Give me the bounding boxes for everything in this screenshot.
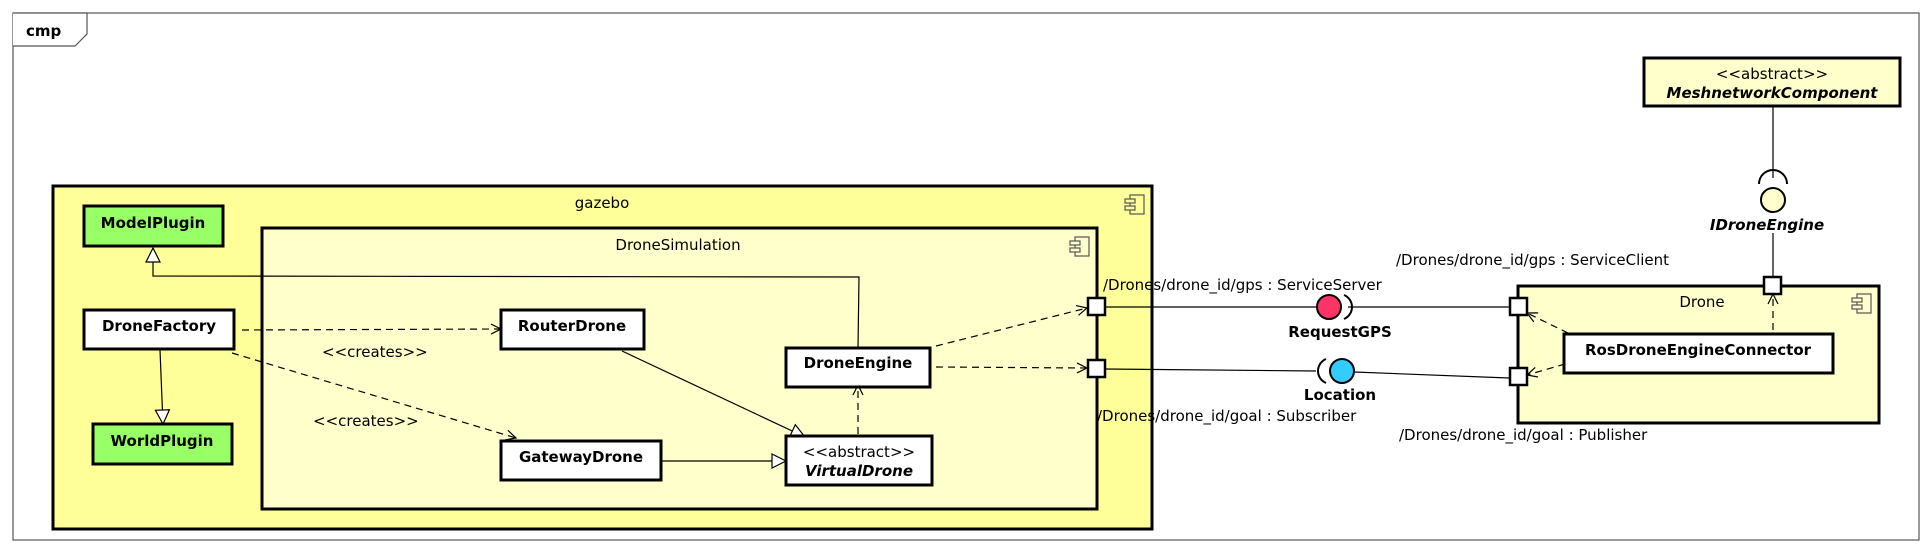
idrone-engine-port: [1762, 275, 1783, 296]
gazebo-label: gazebo: [575, 194, 630, 212]
world-plugin-class[interactable]: WorldPlugin: [91, 422, 234, 466]
gps-server-label: /Drones/drone_id/gps : ServiceServer: [1103, 276, 1383, 295]
router-to-virtual-generalization: [621, 350, 805, 437]
gps-client-port: [1508, 296, 1529, 317]
drone-factory-label: DroneFactory: [102, 317, 216, 335]
goal-publisher-port: [1508, 366, 1529, 387]
drone-factory-class[interactable]: DroneFactory: [82, 308, 236, 351]
engine-to-modelplugin-generalization: [153, 248, 860, 350]
ros-connector-label: RosDroneEngineConnector: [1585, 341, 1812, 359]
goal-publisher-label: /Drones/drone_id/goal : Publisher: [1399, 426, 1648, 445]
idrone-engine-label: IDroneEngine: [1710, 216, 1824, 234]
component-icon: [1124, 194, 1145, 215]
virtual-drone-class[interactable]: <<abstract>> VirtualDrone: [784, 434, 934, 487]
mesh-stereotype: <<abstract>>: [1716, 65, 1828, 83]
model-plugin-label: ModelPlugin: [101, 214, 206, 232]
labels: <<creates>> <<creates>> /Drones/drone_id…: [313, 251, 1669, 445]
factory-creates-gateway: [231, 352, 516, 438]
request-gps-label: RequestGPS: [1288, 323, 1392, 341]
model-plugin-class[interactable]: ModelPlugin: [82, 204, 225, 248]
meshnetwork-component-class[interactable]: <<abstract>> MeshnetworkComponent: [1642, 56, 1902, 108]
ros-connector-class[interactable]: RosDroneEngineConnector: [1562, 332, 1835, 375]
mesh-name: MeshnetworkComponent: [1667, 84, 1879, 102]
location-label: Location: [1304, 386, 1376, 404]
idrone-engine-interface[interactable]: IDroneEngine: [1710, 169, 1824, 234]
drone-simulation-component[interactable]: DroneSimulation: [260, 226, 1099, 511]
creates-label-1: <<creates>>: [322, 343, 428, 361]
gateway-drone-class[interactable]: GatewayDrone: [499, 439, 663, 482]
drone-label: Drone: [1679, 293, 1724, 311]
world-plugin-label: WorldPlugin: [111, 432, 214, 450]
gps-server-port: [1086, 296, 1107, 317]
drone-simulation-label: DroneSimulation: [615, 236, 740, 254]
factory-to-worldplugin-generalization: [160, 349, 163, 424]
drone-engine-class[interactable]: DroneEngine: [784, 346, 932, 389]
goal-subscriber-label: /Drones/drone_id/goal : Subscriber: [1097, 407, 1357, 426]
goal-subscriber-port: [1086, 358, 1107, 379]
ros-to-gps-port: [1527, 313, 1569, 334]
drone-engine-label: DroneEngine: [804, 354, 913, 372]
virtual-drone-stereotype: <<abstract>>: [803, 443, 915, 461]
virtual-drone-name: VirtualDrone: [805, 462, 913, 480]
router-drone-class[interactable]: RouterDrone: [499, 308, 646, 351]
component-icon: [1069, 236, 1090, 257]
component-icon: [1851, 293, 1872, 314]
ros-to-goal-port: [1527, 363, 1566, 375]
gps-client-label: /Drones/drone_id/gps : ServiceClient: [1396, 251, 1669, 270]
engine-to-gps-port: [935, 308, 1087, 347]
ports[interactable]: [1086, 275, 1783, 387]
request-gps-interface[interactable]: RequestGPS: [1288, 294, 1392, 341]
creates-label-2: <<creates>>: [313, 412, 419, 430]
engine-to-goal-port: [935, 367, 1087, 368]
frame-label: cmp: [26, 22, 62, 40]
location-interface[interactable]: Location: [1304, 358, 1376, 404]
router-drone-label: RouterDrone: [518, 317, 626, 335]
gateway-drone-label: GatewayDrone: [519, 448, 643, 466]
connectors: [153, 107, 1773, 461]
